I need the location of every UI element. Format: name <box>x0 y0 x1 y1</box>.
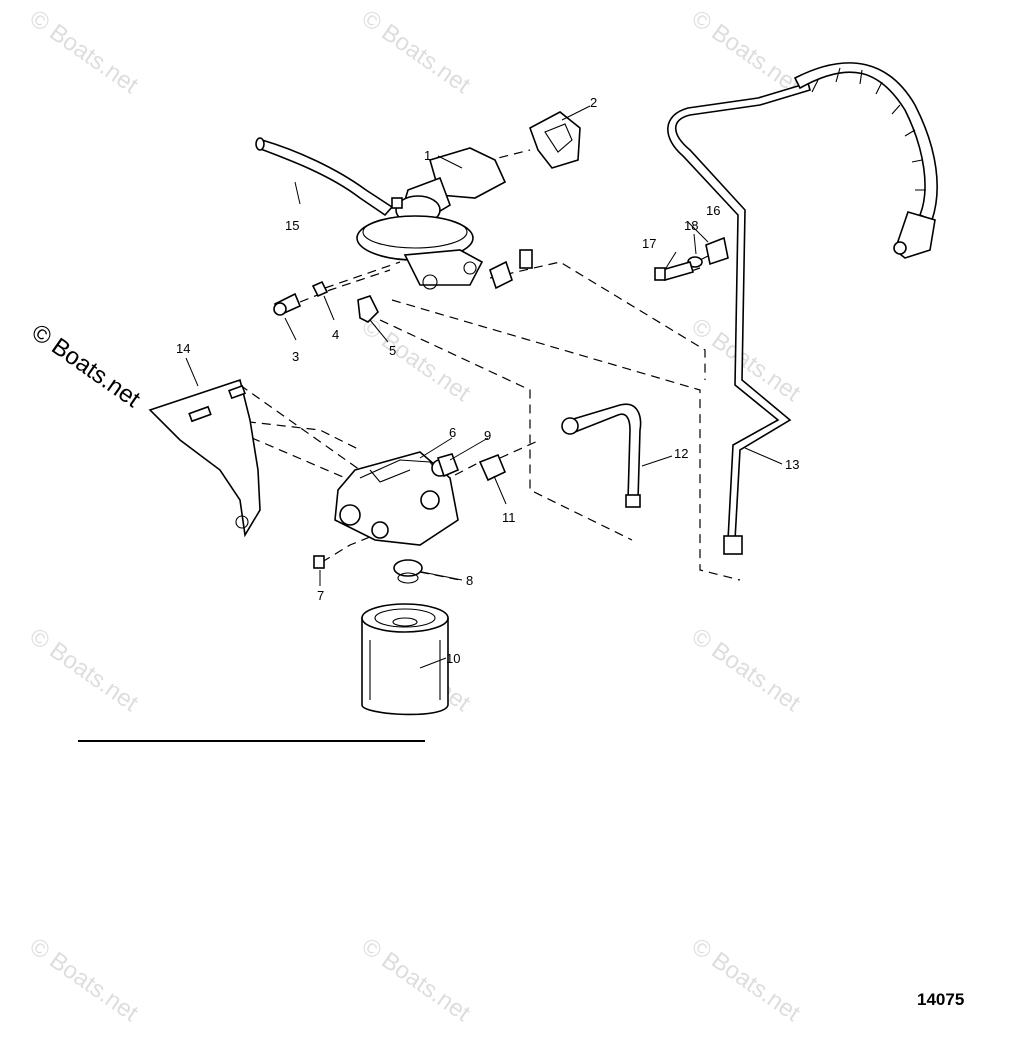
callout-17: 17 <box>642 236 656 251</box>
assembly-lines <box>209 149 741 581</box>
callout-7: 7 <box>317 588 324 603</box>
fittings-parts-9-11 <box>436 453 507 482</box>
callout-6: 6 <box>449 425 456 440</box>
callout-13: 13 <box>785 457 799 472</box>
watermark: © Boats.net <box>357 5 476 99</box>
leader-lines <box>185 105 783 669</box>
callout-8: 8 <box>466 573 473 588</box>
watermark: © Boats.net <box>687 933 806 1027</box>
watermark-dark: © Boats.net <box>27 319 146 413</box>
callout-2: 2 <box>590 95 597 110</box>
callout-1: 1 <box>424 148 431 163</box>
fittings-parts-3-4-5 <box>273 280 379 323</box>
hardware-parts-16-17-18 <box>654 236 729 281</box>
callout-15: 15 <box>285 218 299 233</box>
hose-part-15 <box>255 137 394 217</box>
flex-hose <box>793 62 938 259</box>
watermark: © Boats.net <box>687 5 806 99</box>
screw-part-7 <box>313 555 325 569</box>
callout-12: 12 <box>674 446 688 461</box>
watermark: © Boats.net <box>357 313 476 407</box>
watermark: © Boats.net <box>357 933 476 1027</box>
callout-4: 4 <box>332 327 339 342</box>
watermark: © Boats.net <box>25 933 144 1027</box>
watermark: © Boats.net <box>687 623 806 717</box>
callout-18: 18 <box>684 218 698 233</box>
diagram-number: 14075 <box>917 990 964 1009</box>
callout-3: 3 <box>292 349 299 364</box>
filter-part-10 <box>361 603 449 716</box>
gasket-part-2 <box>529 111 581 169</box>
callout-11: 11 <box>502 510 516 525</box>
callout-10: 10 <box>446 651 460 666</box>
callout-9: 9 <box>484 428 491 443</box>
callout-14: 14 <box>176 341 190 356</box>
fuel-line-part-12 <box>561 403 642 508</box>
plug-part-8 <box>393 559 423 584</box>
bracket-part-14 <box>148 378 261 538</box>
fuel-pump-part-1 <box>356 147 533 290</box>
callouts: 1 2 3 4 5 6 7 8 9 10 11 12 13 14 15 16 1… <box>176 95 799 666</box>
watermark: © Boats.net <box>25 5 144 99</box>
callout-5: 5 <box>389 343 396 358</box>
fuel-line-part-13 <box>667 82 811 555</box>
watermark: © Boats.net <box>25 623 144 717</box>
callout-16: 16 <box>706 203 720 218</box>
